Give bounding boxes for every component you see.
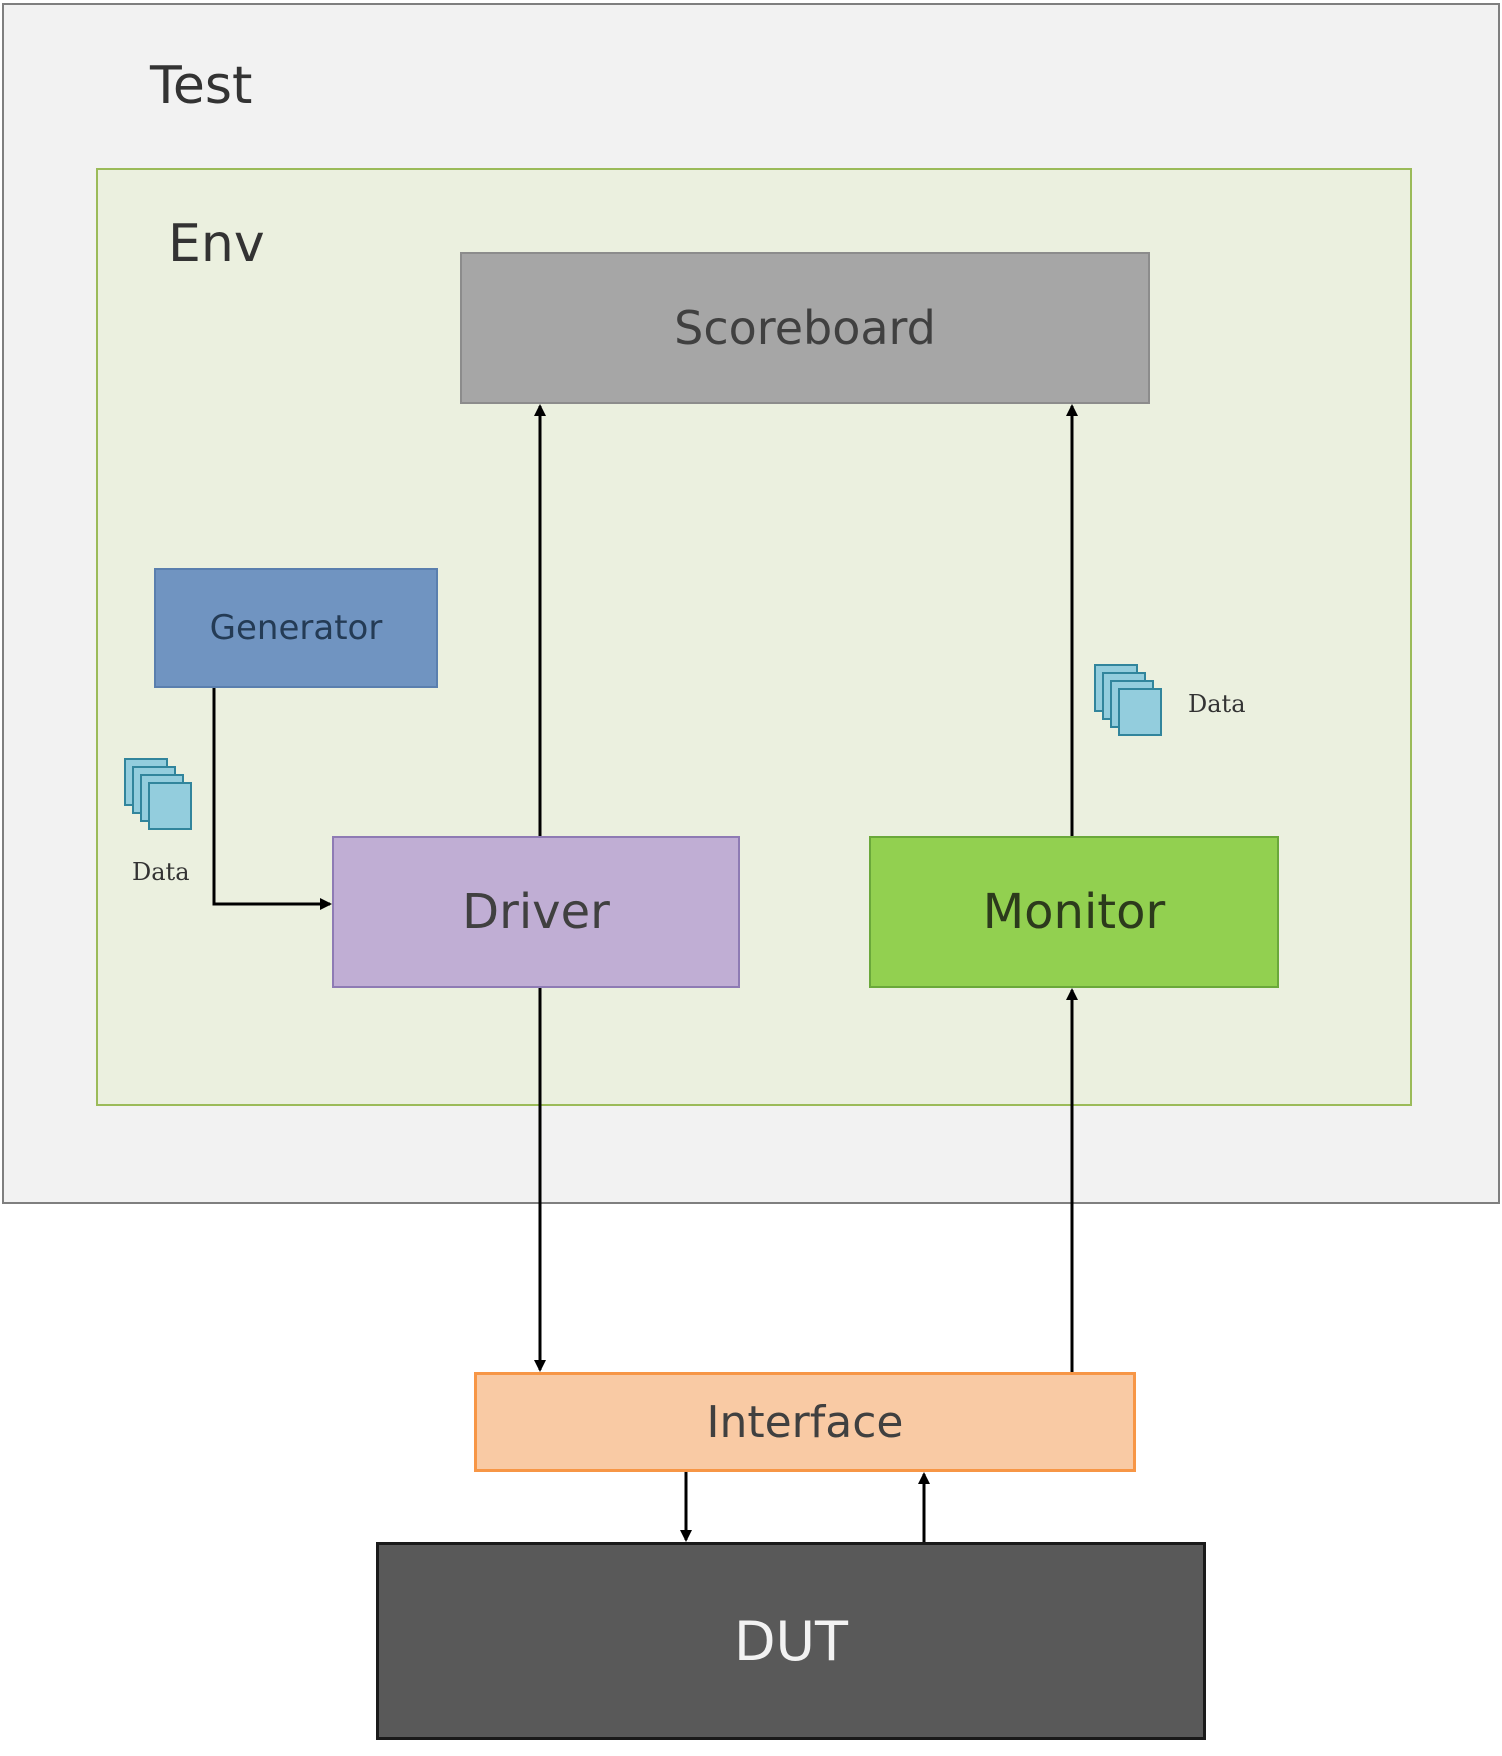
data-stack-icon: [1092, 662, 1168, 744]
interface-block: Interface: [474, 1372, 1136, 1472]
driver-label: Driver: [462, 884, 610, 940]
monitor-label: Monitor: [982, 884, 1166, 940]
scoreboard-label: Scoreboard: [674, 301, 936, 355]
driver-block: Driver: [332, 836, 740, 988]
data-stack-icon: [122, 756, 198, 838]
interface-label: Interface: [706, 1396, 904, 1448]
generator-block: Generator: [154, 568, 438, 688]
data-label-monitor: Data: [1188, 690, 1246, 718]
dut-block: DUT: [376, 1542, 1206, 1740]
data-label-generator: Data: [132, 858, 190, 886]
generator-label: Generator: [209, 608, 383, 648]
test-label: Test: [150, 56, 253, 116]
dut-label: DUT: [733, 1609, 849, 1673]
monitor-block: Monitor: [869, 836, 1279, 988]
scoreboard-block: Scoreboard: [460, 252, 1150, 404]
env-label: Env: [168, 214, 265, 274]
